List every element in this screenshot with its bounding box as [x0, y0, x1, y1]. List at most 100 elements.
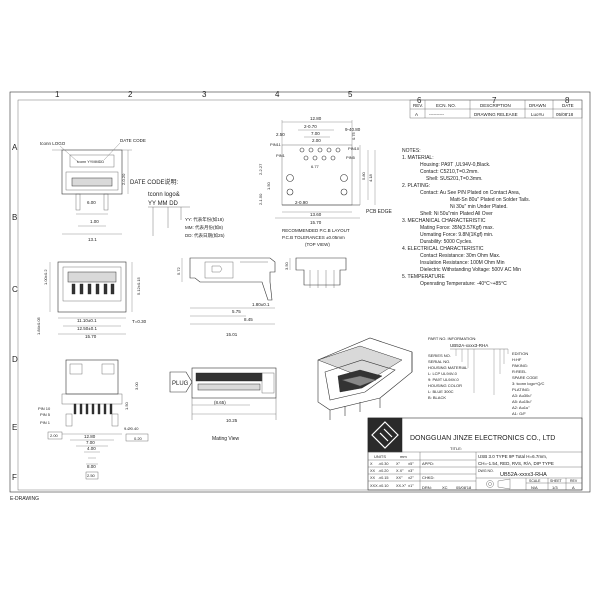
- note-18: 5. TEMPERATURE: [402, 274, 446, 280]
- note-16: Insulation Resistance: 100M Ohm Min: [420, 260, 505, 266]
- label-plug: PLUG: [172, 381, 189, 387]
- dim-1-00: 1.00: [90, 219, 99, 224]
- label-tconn-yymmdd: tconn YYMMDD: [77, 160, 104, 164]
- tol-2-3: ±2°: [408, 476, 414, 480]
- series-no: SERIES NO.: [428, 353, 451, 358]
- notes-block: NOTES: 1. MATERIAL: Housing: PA9T ,UL94V…: [402, 148, 530, 287]
- dim-11-10: 11.10±0.1: [77, 318, 97, 323]
- drn-by: XC: [442, 485, 448, 490]
- projection-symbol: [486, 478, 511, 490]
- rev-row-date: 05/08'18: [556, 112, 574, 117]
- dim-2-00: 2.00: [312, 138, 321, 143]
- color-blue: L: BLUE 300C: [428, 389, 454, 394]
- dim-t030: T=0.30: [132, 319, 147, 324]
- col-5: 5: [348, 90, 353, 99]
- tol-3-3: ±1°: [408, 484, 414, 488]
- rev-row-drawn: LuoYu: [531, 112, 544, 117]
- housing-lcp: L: LCP UL94V-0: [428, 371, 458, 376]
- rev-row-rev: A: [415, 112, 418, 117]
- scale-value: N/A: [531, 485, 538, 490]
- drawing-label: E-DRAWING: [10, 496, 39, 502]
- dim-4-00: 4.00: [87, 446, 96, 451]
- note-13: Durability: 5000 Cycles.: [420, 239, 473, 245]
- appd-label: APPD:: [422, 461, 434, 466]
- note-0: NOTES:: [402, 148, 421, 154]
- dim-8-45: 8.45: [244, 317, 253, 322]
- title-block: DONGGUAN JINZE ELECTRONICS CO., LTD TITL…: [367, 417, 583, 491]
- col-6: 6: [417, 96, 422, 105]
- company-name: DONGGUAN JINZE ELECTRONICS CO., LTD: [410, 435, 555, 442]
- title-label: TITLE:: [450, 446, 462, 451]
- dim-2-0-70: 2-0.70: [304, 124, 317, 129]
- rev-row-ecn: ----------: [429, 112, 444, 117]
- front-view-top: tconn LOGO DATE CODE tconn YYMMDD 6.00 1…: [40, 138, 146, 242]
- mating-view: PLUG (8.65) 10.25 Mating View: [169, 367, 277, 442]
- dim-2-50b: 2.50: [87, 473, 96, 478]
- housing-color: HOUSING COLOR: [428, 383, 462, 388]
- row-letters: A B C D E F: [12, 143, 18, 482]
- date-code-explain-title: DATE CODE说明:: [130, 178, 179, 186]
- tol-2-2: XX°: [396, 476, 403, 480]
- chkd-label: CHKD:: [422, 475, 434, 480]
- col-2: 2: [128, 90, 133, 99]
- serial-no: SERIAL NO.: [428, 359, 450, 364]
- row-F: F: [12, 473, 17, 482]
- tol-0-1: .±0.30: [378, 462, 389, 466]
- units-mm: mm: [400, 454, 407, 459]
- plating-a1: A1: G/F: [512, 411, 526, 416]
- dwg-no-label: DWG NO.: [478, 469, 494, 473]
- company-logo: [371, 421, 399, 449]
- dim-3-50: 3.50: [284, 261, 289, 270]
- note-7: Matt-Sn 80u" Plated on Solder Tails.: [450, 197, 530, 203]
- dim-2-1-50: 2-1.50: [258, 193, 263, 205]
- row-E: E: [12, 423, 17, 432]
- dim-13-60: 13.60: [310, 212, 322, 217]
- row-D: D: [12, 355, 18, 364]
- pins-bottom: [73, 403, 113, 415]
- note-2: Housing: PA9T ,UL94V-0,Black.: [420, 162, 490, 168]
- label-pin5: PIN5: [346, 155, 356, 160]
- dim-9-0-40: 9-Ø0.40: [124, 426, 139, 431]
- dim-10-25: 10.25: [226, 418, 238, 423]
- dim-8-00: 8.00: [87, 464, 96, 469]
- logo-line-1: tconn logo&: [148, 192, 180, 198]
- dim-15-70: 15.70: [310, 220, 322, 225]
- dim-5-75: 5.75: [232, 309, 241, 314]
- note-11: Mating Force: 35N(3.57Kgf) max.: [420, 225, 494, 231]
- note-6: Contact: Au See P/N Plated on Contact Ar…: [420, 190, 520, 196]
- rev-header-rev: REV.: [413, 103, 423, 108]
- rev-header-drawn: DRAWN: [529, 103, 546, 108]
- title-line-2: CH=-1.54, RED, RVS, R/A, DIP TYPE: [478, 461, 554, 466]
- tol-1-1: .±0.20: [378, 469, 389, 473]
- plating-a2: A2: Au1u": [512, 405, 530, 410]
- bottom-view-left: PIN 10 PIN 5 PIN 1 2.00 12.80 7.00 4.00 …: [38, 359, 149, 480]
- col-4: 4: [275, 90, 280, 99]
- side-profile-small: 3.50: [284, 257, 347, 288]
- label-pin11: PIN11: [270, 142, 282, 147]
- title-line-1: USB 3.0 TYPE 9P Total H=6.7mm,: [478, 454, 547, 459]
- plating-a3: A3: Au30u": [512, 393, 532, 398]
- label-tconn-logo: tconn LOGO: [40, 141, 66, 146]
- housing-pa9t: 9: PA9T UL94V-0: [428, 377, 460, 382]
- dim-6-00: 6.00: [87, 200, 96, 205]
- spare-code-3: 3: tconn logo+Q/C: [512, 381, 544, 386]
- col-8: 8: [565, 96, 570, 105]
- dim-1-50: 1.50: [266, 181, 271, 190]
- dim-5-80: 5.80: [361, 171, 366, 180]
- dim-12-80: 12.80: [310, 116, 322, 121]
- row-B: B: [12, 213, 17, 222]
- dim-2-00b: 2.00: [50, 433, 59, 438]
- scale-label: SCALE: [529, 479, 541, 483]
- tol-1-0: XX: [370, 469, 376, 473]
- note-8: Ni 30u" min Under Plated.: [450, 204, 508, 210]
- revision-table: REV. ECN. NO. DESCRIPTION DRAWN DATE A -…: [409, 99, 583, 119]
- note-17: Dielectric Withstanding Voltage: 500V AC…: [420, 267, 521, 273]
- col-3: 3: [202, 90, 207, 99]
- part-info-title: PART NO. INFORMATION:: [428, 336, 476, 341]
- note-5: 2. PLATING:: [402, 183, 430, 189]
- label-pin1: PIN1: [276, 153, 286, 158]
- tolerance-table: X .±0.30 X° ±5° XX .±0.20 X.X° ±3° XX .±…: [370, 462, 414, 488]
- col-1: 1: [55, 90, 60, 99]
- pcb-holes-row2: [303, 155, 336, 161]
